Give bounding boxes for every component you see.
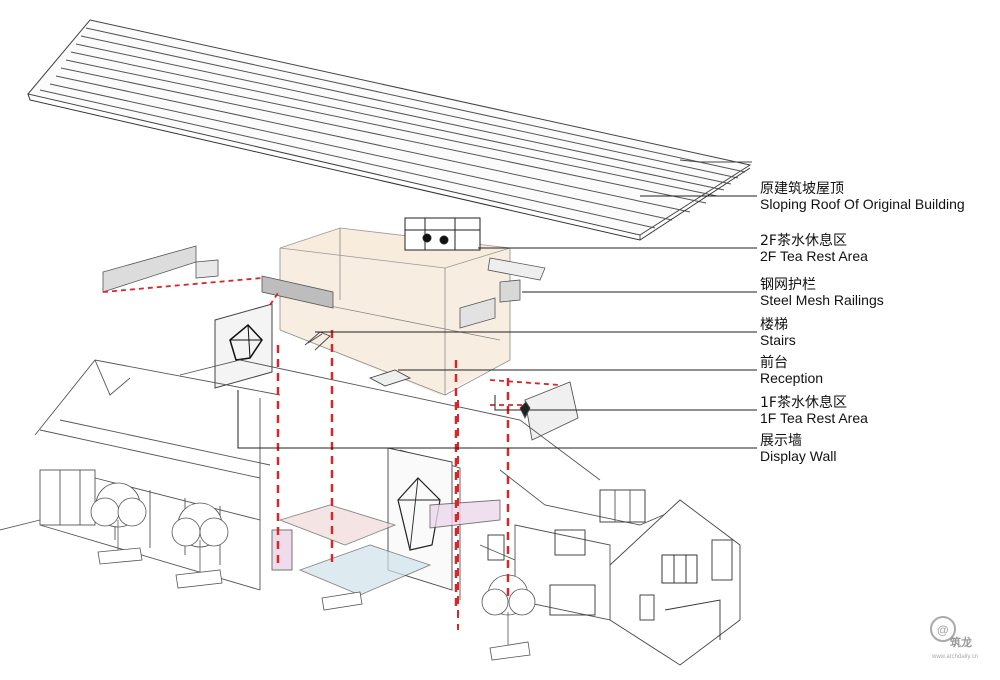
label-sloping-roof: 原建筑坡屋顶 Sloping Roof Of Original Building: [760, 182, 965, 211]
sloping-roof: [27, 19, 752, 241]
label-en: 2F Tea Rest Area: [760, 247, 868, 264]
watermark-logo-icon: @: [930, 616, 956, 642]
steel-mesh-railings: [102, 245, 521, 329]
label-reception: 前台 Reception: [760, 356, 823, 385]
label-steel-mesh-railings: 钢网护栏 Steel Mesh Railings: [760, 278, 884, 307]
display-wall-panel: [214, 303, 273, 389]
label-cn: 钢网护栏: [760, 277, 816, 293]
label-en: Display Wall: [760, 447, 837, 464]
first-floor-tea-rest-piece: [519, 381, 579, 441]
watermark: @ 筑龙 www.archdaily.cn: [928, 614, 988, 664]
leader-lines: [237, 195, 757, 449]
label-cn: 前台: [760, 355, 788, 371]
label-cn: 1F茶水休息区: [760, 395, 847, 411]
stairs: [304, 331, 331, 351]
ground-building: [0, 359, 741, 666]
reception: [368, 369, 412, 387]
trees: [90, 482, 536, 661]
label-en: Reception: [760, 369, 824, 386]
label-2f-tea-rest: 2F茶水休息区 2F Tea Rest Area: [760, 234, 868, 263]
label-cn: 楼梯: [760, 317, 788, 333]
label-cn: 2F茶水休息区: [760, 233, 847, 249]
label-cn: 原建筑坡屋顶: [760, 181, 844, 197]
label-cn: 展示墙: [760, 433, 802, 449]
label-en: Steel Mesh Railings: [760, 291, 884, 308]
watermark-url: www.archdaily.cn: [932, 654, 978, 660]
label-display-wall: 展示墙 Display Wall: [760, 434, 837, 463]
watermark-text: 筑龙: [950, 637, 972, 649]
label-en: Sloping Roof Of Original Building: [760, 195, 965, 212]
label-en: 1F Tea Rest Area: [760, 409, 868, 426]
label-en: Stairs: [760, 331, 796, 348]
second-floor-volume: [279, 217, 546, 396]
svg-text:@: @: [937, 623, 949, 637]
label-stairs: 楼梯 Stairs: [760, 318, 796, 347]
label-1f-tea-rest: 1F茶水休息区 1F Tea Rest Area: [760, 396, 868, 425]
